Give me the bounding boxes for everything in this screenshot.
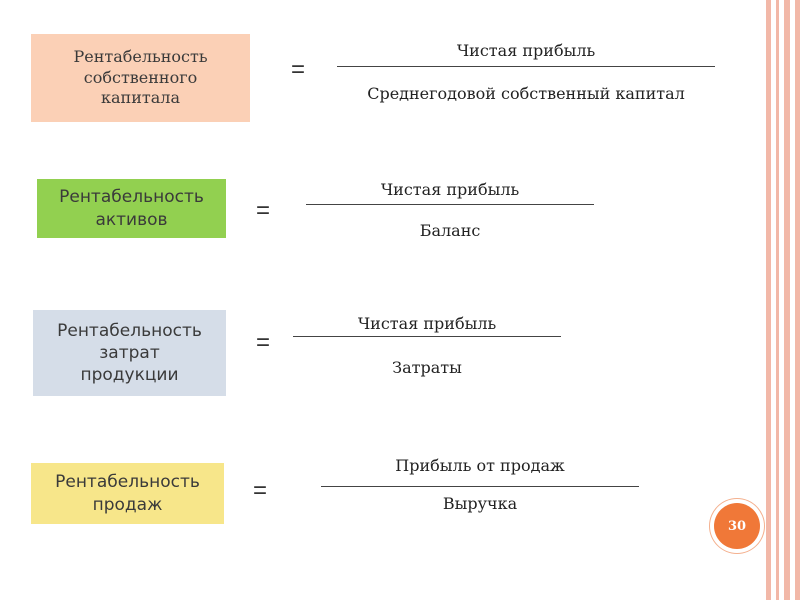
equals-sign: =	[253, 477, 268, 504]
decorative-stripe	[776, 0, 779, 600]
page-number: 30	[727, 518, 747, 534]
numerator: Чистая прибыль	[357, 314, 497, 333]
equals-sign: =	[256, 329, 271, 356]
denominator: Выручка	[442, 494, 518, 513]
label-return-on-costs: Рентабельность затрат продукции	[33, 310, 226, 396]
fraction-bar	[337, 66, 715, 67]
label-text: Рентабельность собственного капитала	[73, 46, 208, 108]
label-text: Рентабельность продаж	[55, 472, 200, 515]
equals-sign: =	[291, 56, 306, 83]
numerator: Прибыль от продаж	[395, 456, 565, 475]
equals-sign: =	[256, 197, 271, 224]
numerator: Чистая прибыль	[380, 180, 520, 199]
label-return-on-assets: Рентабельность активов	[37, 179, 226, 238]
fraction-bar	[306, 204, 594, 205]
denominator: Баланс	[419, 221, 481, 240]
numerator: Чистая прибыль	[456, 41, 596, 60]
label-return-on-equity: Рентабельность собственного капитала	[31, 34, 250, 122]
label-text: Рентабельность активов	[59, 187, 204, 230]
fraction-bar	[293, 336, 561, 337]
label-text: Рентабельность затрат продукции	[57, 320, 202, 386]
decorative-stripe	[784, 0, 790, 600]
denominator: Среднегодовой собственный капитал	[367, 84, 685, 103]
denominator: Затраты	[392, 358, 462, 377]
page-number-badge: 30	[714, 503, 760, 549]
decorative-stripe	[766, 0, 771, 600]
fraction-bar	[321, 486, 639, 487]
decorative-stripe	[795, 0, 800, 600]
label-return-on-sales: Рентабельность продаж	[31, 463, 224, 524]
